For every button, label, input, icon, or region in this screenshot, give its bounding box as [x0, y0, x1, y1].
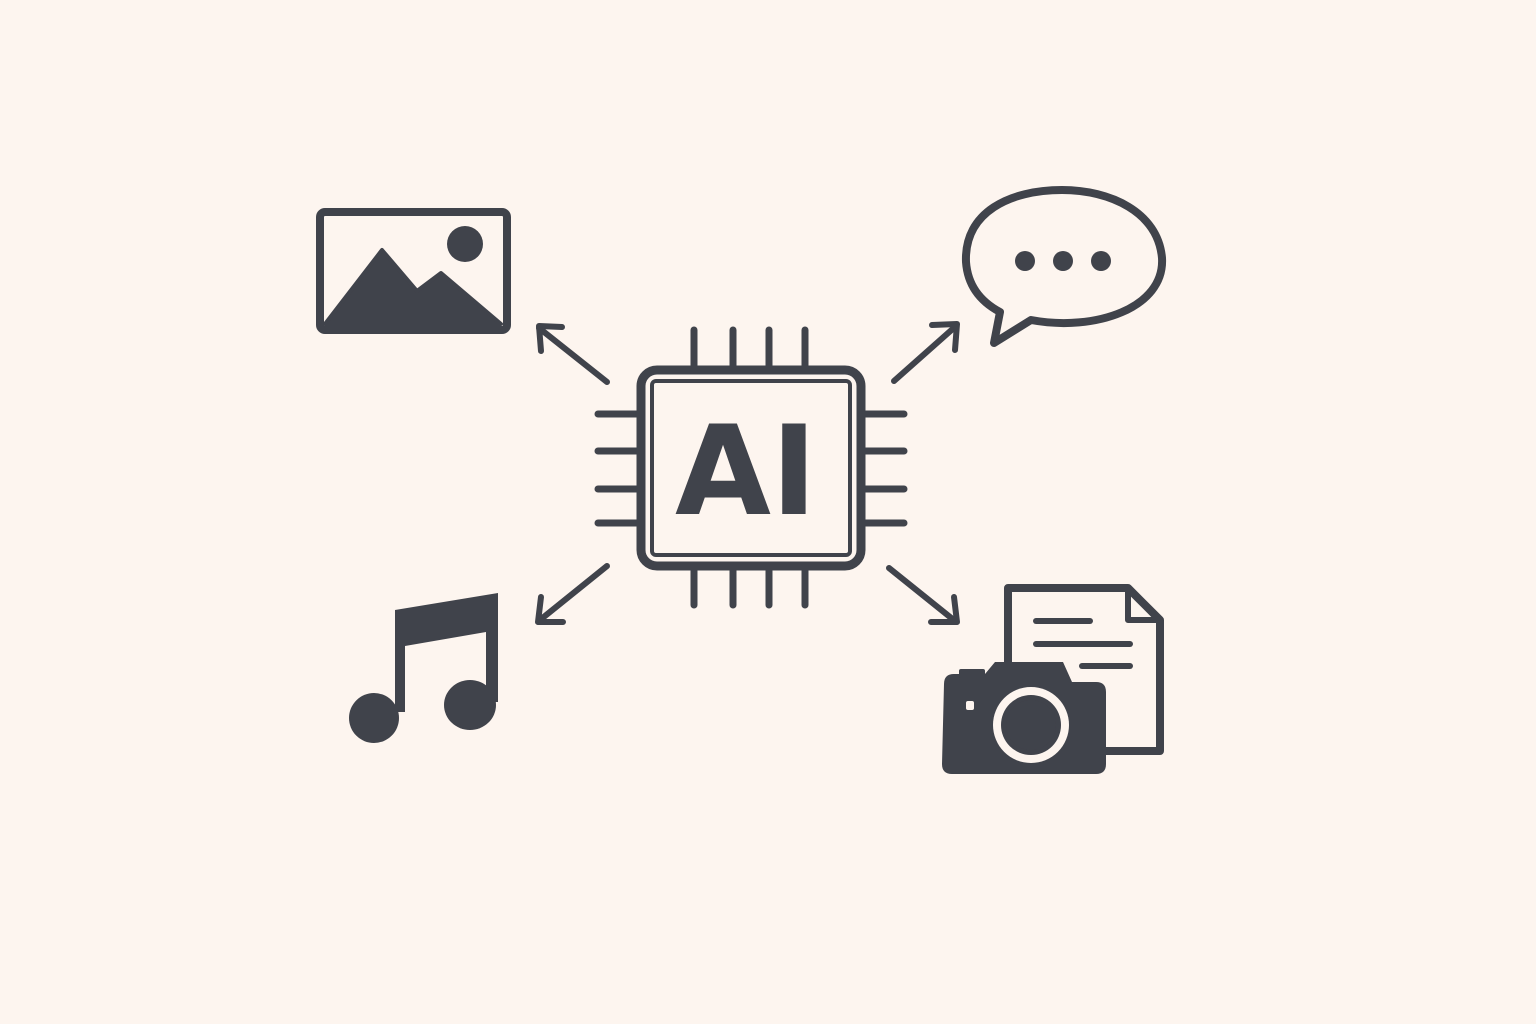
chip-pins-top	[690, 326, 809, 374]
arrow-up-right	[891, 321, 960, 384]
arrow-down-right	[886, 565, 960, 625]
camera-document-icon	[942, 584, 1164, 774]
camera-icon	[942, 662, 1106, 774]
arrow-up-left	[536, 323, 610, 385]
arrows	[535, 321, 960, 625]
chip-pins-left	[594, 410, 645, 527]
chip-label: AI	[675, 400, 817, 544]
speech-bubble-icon	[961, 186, 1167, 347]
typing-dots	[1015, 251, 1111, 271]
document-text-lines	[1033, 618, 1133, 669]
chip-pins-bottom	[690, 562, 809, 609]
ai-chip-icon	[594, 326, 908, 609]
image-icon	[316, 208, 511, 334]
music-note-icon	[349, 593, 498, 743]
chip-pins-right	[857, 410, 908, 527]
arrow-down-left	[535, 563, 610, 625]
